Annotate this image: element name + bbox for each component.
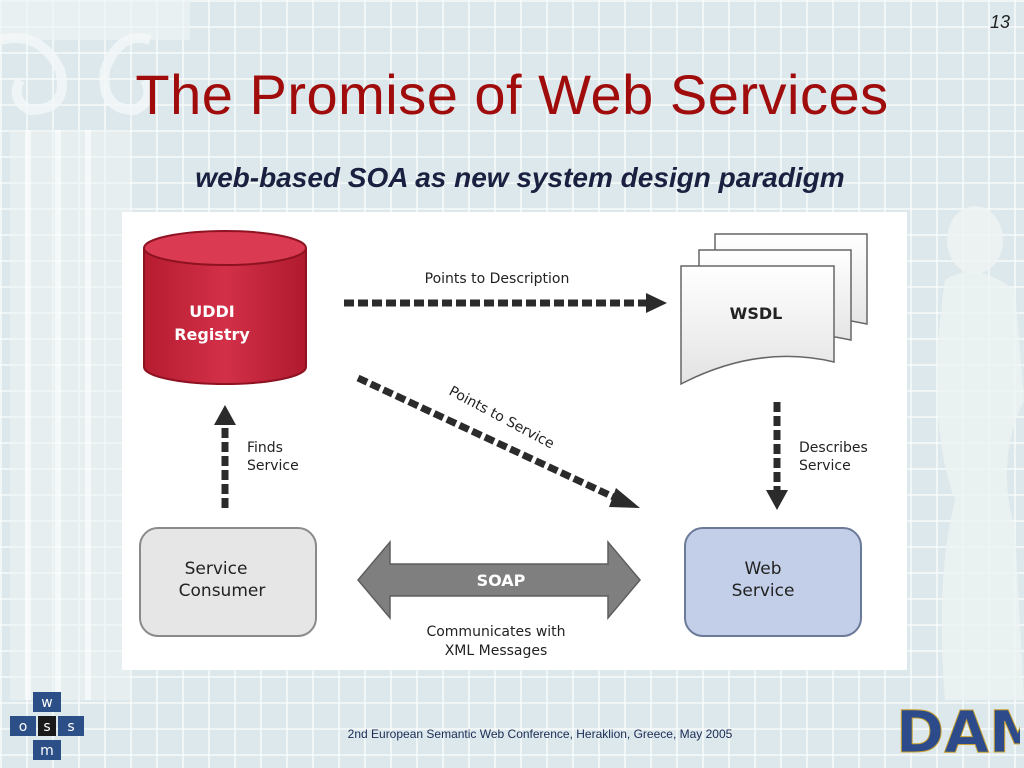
logo-letter-o: o xyxy=(19,719,28,735)
points-to-description-arrow: Points to Description xyxy=(344,271,667,313)
logo-letter-m: m xyxy=(40,743,54,759)
web-service-label-line1: Web xyxy=(744,559,781,579)
logo-letter-s-right: s xyxy=(67,719,74,735)
slide-subtitle: web-based SOA as new system design parad… xyxy=(195,162,845,193)
uddi-registry-node: UDDI Registry xyxy=(143,230,307,385)
soap-label: SOAP xyxy=(477,571,526,590)
finds-label-line1: Finds xyxy=(247,440,283,456)
points-to-service-arrow: Points to Service xyxy=(356,374,640,508)
wsdl-document-node: WSDL xyxy=(680,233,868,386)
describes-label-line1: Describes xyxy=(799,440,868,456)
uddi-label-line2: Registry xyxy=(174,325,250,344)
finds-label-line2: Service xyxy=(247,458,299,474)
column-decoration xyxy=(0,0,190,700)
logo-letter-s-center: s xyxy=(43,719,50,735)
consumer-label-line2: Consumer xyxy=(179,581,266,601)
footer-text: 2nd European Semantic Web Conference, He… xyxy=(347,727,733,741)
finds-service-arrow: Finds Service xyxy=(214,405,299,508)
slide-title: The Promise of Web Services xyxy=(135,63,889,126)
describes-service-arrow: Describes Service xyxy=(766,402,868,510)
web-service-label-line2: Service xyxy=(732,581,795,601)
slide-number: 13 xyxy=(989,12,1010,32)
communicates-label-line1: Communicates with xyxy=(426,624,565,640)
describes-label-line2: Service xyxy=(799,458,851,474)
statue-decoration xyxy=(937,206,1024,700)
web-service-node: Web Service xyxy=(684,527,862,637)
daml-logo: DAML xyxy=(896,698,1021,763)
service-consumer-node: Service Consumer xyxy=(139,527,317,637)
wosm-logo: w o s s m xyxy=(10,692,84,760)
communicates-label-line2: XML Messages xyxy=(445,643,548,659)
logo-letter-w: w xyxy=(41,695,52,711)
points-to-description-label: Points to Description xyxy=(425,271,570,287)
consumer-label-line1: Service xyxy=(185,559,248,579)
uddi-label-line1: UDDI xyxy=(189,302,235,321)
soap-double-arrow: SOAP Communicates with XML Messages xyxy=(357,539,641,659)
wsdl-label: WSDL xyxy=(730,304,783,323)
soa-diagram: UDDI Registry WSDL Points to Description… xyxy=(122,212,907,670)
daml-logo-text: DAML xyxy=(896,698,1020,762)
